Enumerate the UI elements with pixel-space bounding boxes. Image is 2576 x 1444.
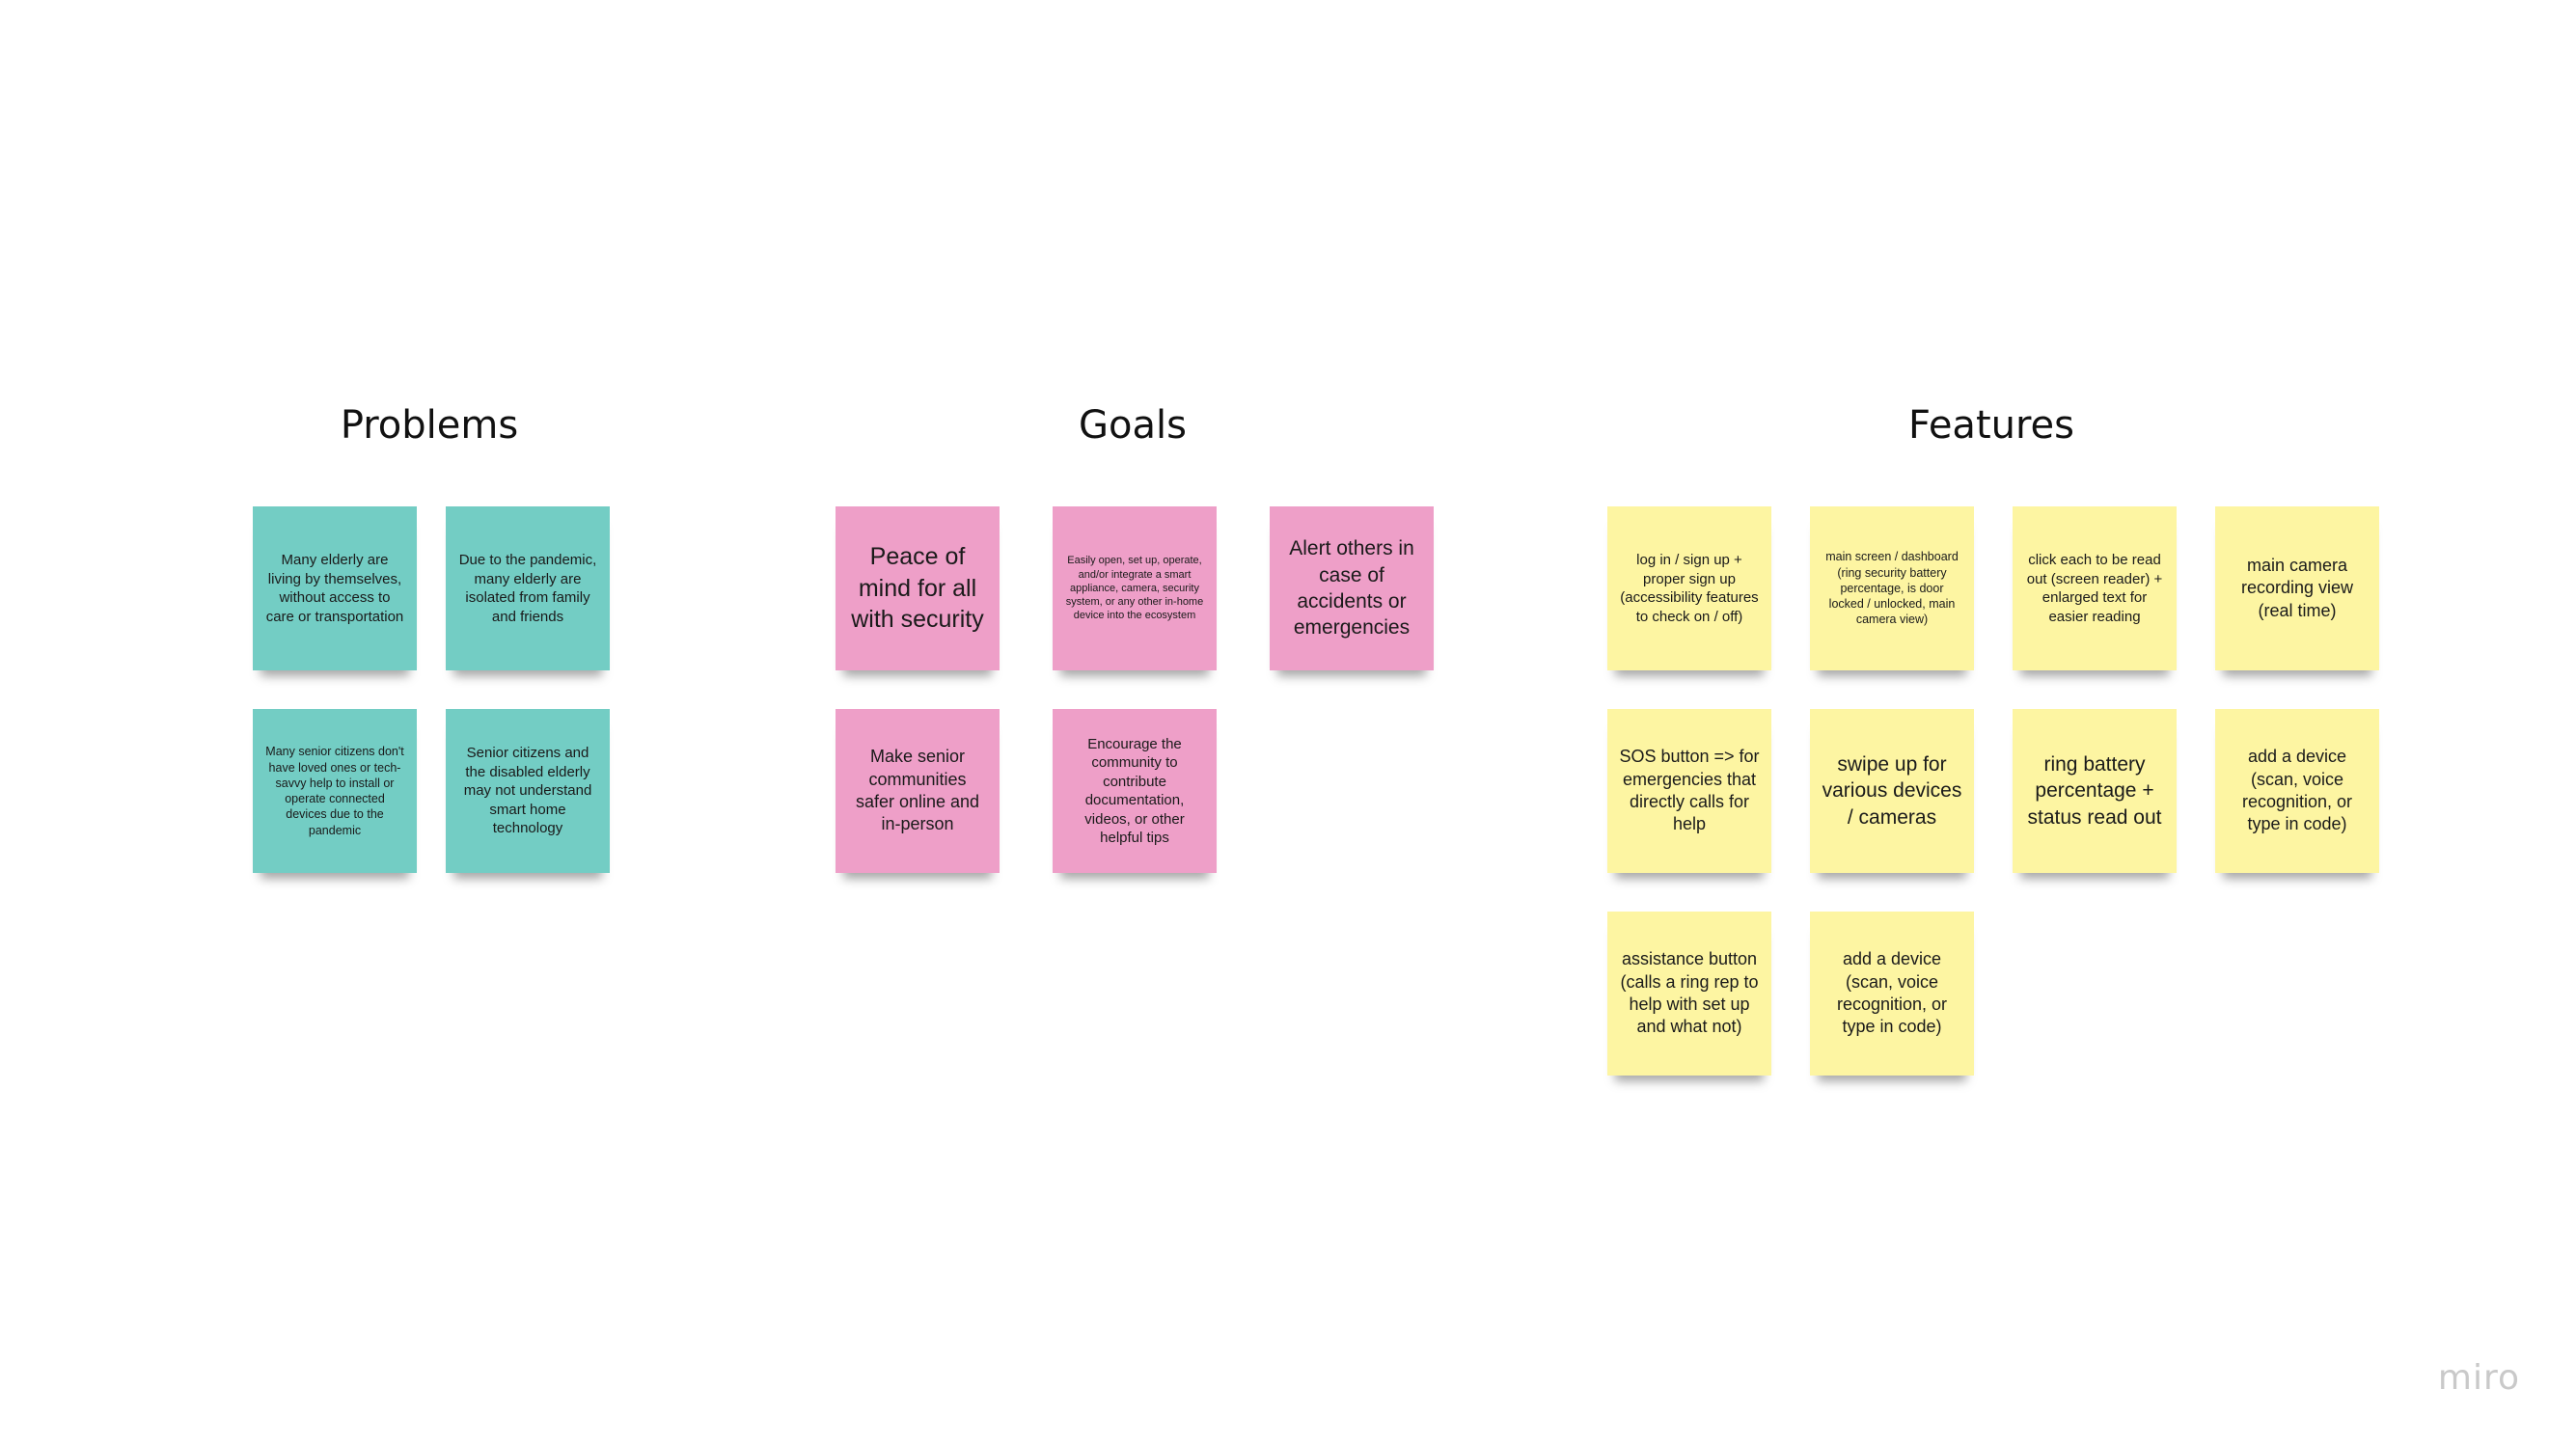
sticky-note-text: add a device (scan, voice recognition, o…: [1836, 949, 1948, 1037]
sticky-note-text: SOS button => for emergencies that direc…: [1619, 747, 1760, 834]
sticky-note-text: Encourage the community to contribute do…: [1084, 735, 1185, 847]
sticky-note-text: ring battery percentage + status read ou…: [2027, 753, 2162, 829]
sticky-note-text: main screen / dashboard (ring security b…: [1825, 550, 1959, 627]
sticky-note[interactable]: Many elderly are living by themselves, w…: [253, 506, 417, 670]
sticky-note[interactable]: click each to be read out (screen reader…: [2013, 506, 2177, 670]
sticky-note-text: swipe up for various devices / cameras: [1822, 753, 1962, 829]
sticky-note[interactable]: Many senior citizens don't have loved on…: [253, 709, 417, 873]
miro-logo: miro: [2437, 1358, 2520, 1398]
sticky-note[interactable]: assistance button (calls a ring rep to h…: [1607, 912, 1771, 1076]
sticky-note[interactable]: SOS button => for emergencies that direc…: [1607, 709, 1771, 873]
sticky-note[interactable]: Encourage the community to contribute do…: [1053, 709, 1217, 873]
sticky-note-text: Many elderly are living by themselves, w…: [265, 552, 404, 625]
sticky-note-text: Due to the pandemic, many elderly are is…: [458, 552, 597, 625]
sticky-note[interactable]: Senior citizens and the disabled elderly…: [446, 709, 610, 873]
sticky-note-text: add a device (scan, voice recognition, o…: [2241, 747, 2353, 834]
sticky-note[interactable]: Alert others in case of accidents or eme…: [1270, 506, 1434, 670]
section-title-features: Features: [1908, 403, 2074, 448]
sticky-note-text: Easily open, set up, operate, and/or int…: [1065, 555, 1204, 622]
sticky-note[interactable]: add a device (scan, voice recognition, o…: [1810, 912, 1974, 1076]
sticky-note[interactable]: add a device (scan, voice recognition, o…: [2215, 709, 2379, 873]
sticky-note-text: main camera recording view (real time): [2240, 555, 2354, 620]
sticky-note[interactable]: main camera recording view (real time): [2215, 506, 2379, 670]
sticky-note-text: log in / sign up + proper sign up (acces…: [1620, 552, 1759, 625]
sticky-note[interactable]: Make senior communities safer online and…: [836, 709, 1000, 873]
sticky-note[interactable]: log in / sign up + proper sign up (acces…: [1607, 506, 1771, 670]
sticky-note[interactable]: Peace of mind for all with security: [836, 506, 1000, 670]
sticky-note-text: Many senior citizens don't have loved on…: [265, 745, 404, 837]
sticky-note-text: assistance button (calls a ring rep to h…: [1620, 949, 1759, 1037]
sticky-note-text: click each to be read out (screen reader…: [2026, 552, 2163, 625]
sticky-note[interactable]: Easily open, set up, operate, and/or int…: [1053, 506, 1217, 670]
sticky-note-text: Make senior communities safer online and…: [855, 747, 980, 834]
sticky-note-text: Peace of mind for all with security: [851, 543, 984, 634]
sticky-note-text: Alert others in case of accidents or eme…: [1289, 537, 1414, 640]
sticky-note[interactable]: swipe up for various devices / cameras: [1810, 709, 1974, 873]
sticky-note[interactable]: main screen / dashboard (ring security b…: [1810, 506, 1974, 670]
sticky-note[interactable]: Due to the pandemic, many elderly are is…: [446, 506, 610, 670]
sticky-note[interactable]: ring battery percentage + status read ou…: [2013, 709, 2177, 873]
section-title-problems: Problems: [340, 403, 519, 448]
sticky-note-text: Senior citizens and the disabled elderly…: [463, 745, 592, 837]
section-title-goals: Goals: [1079, 403, 1187, 448]
